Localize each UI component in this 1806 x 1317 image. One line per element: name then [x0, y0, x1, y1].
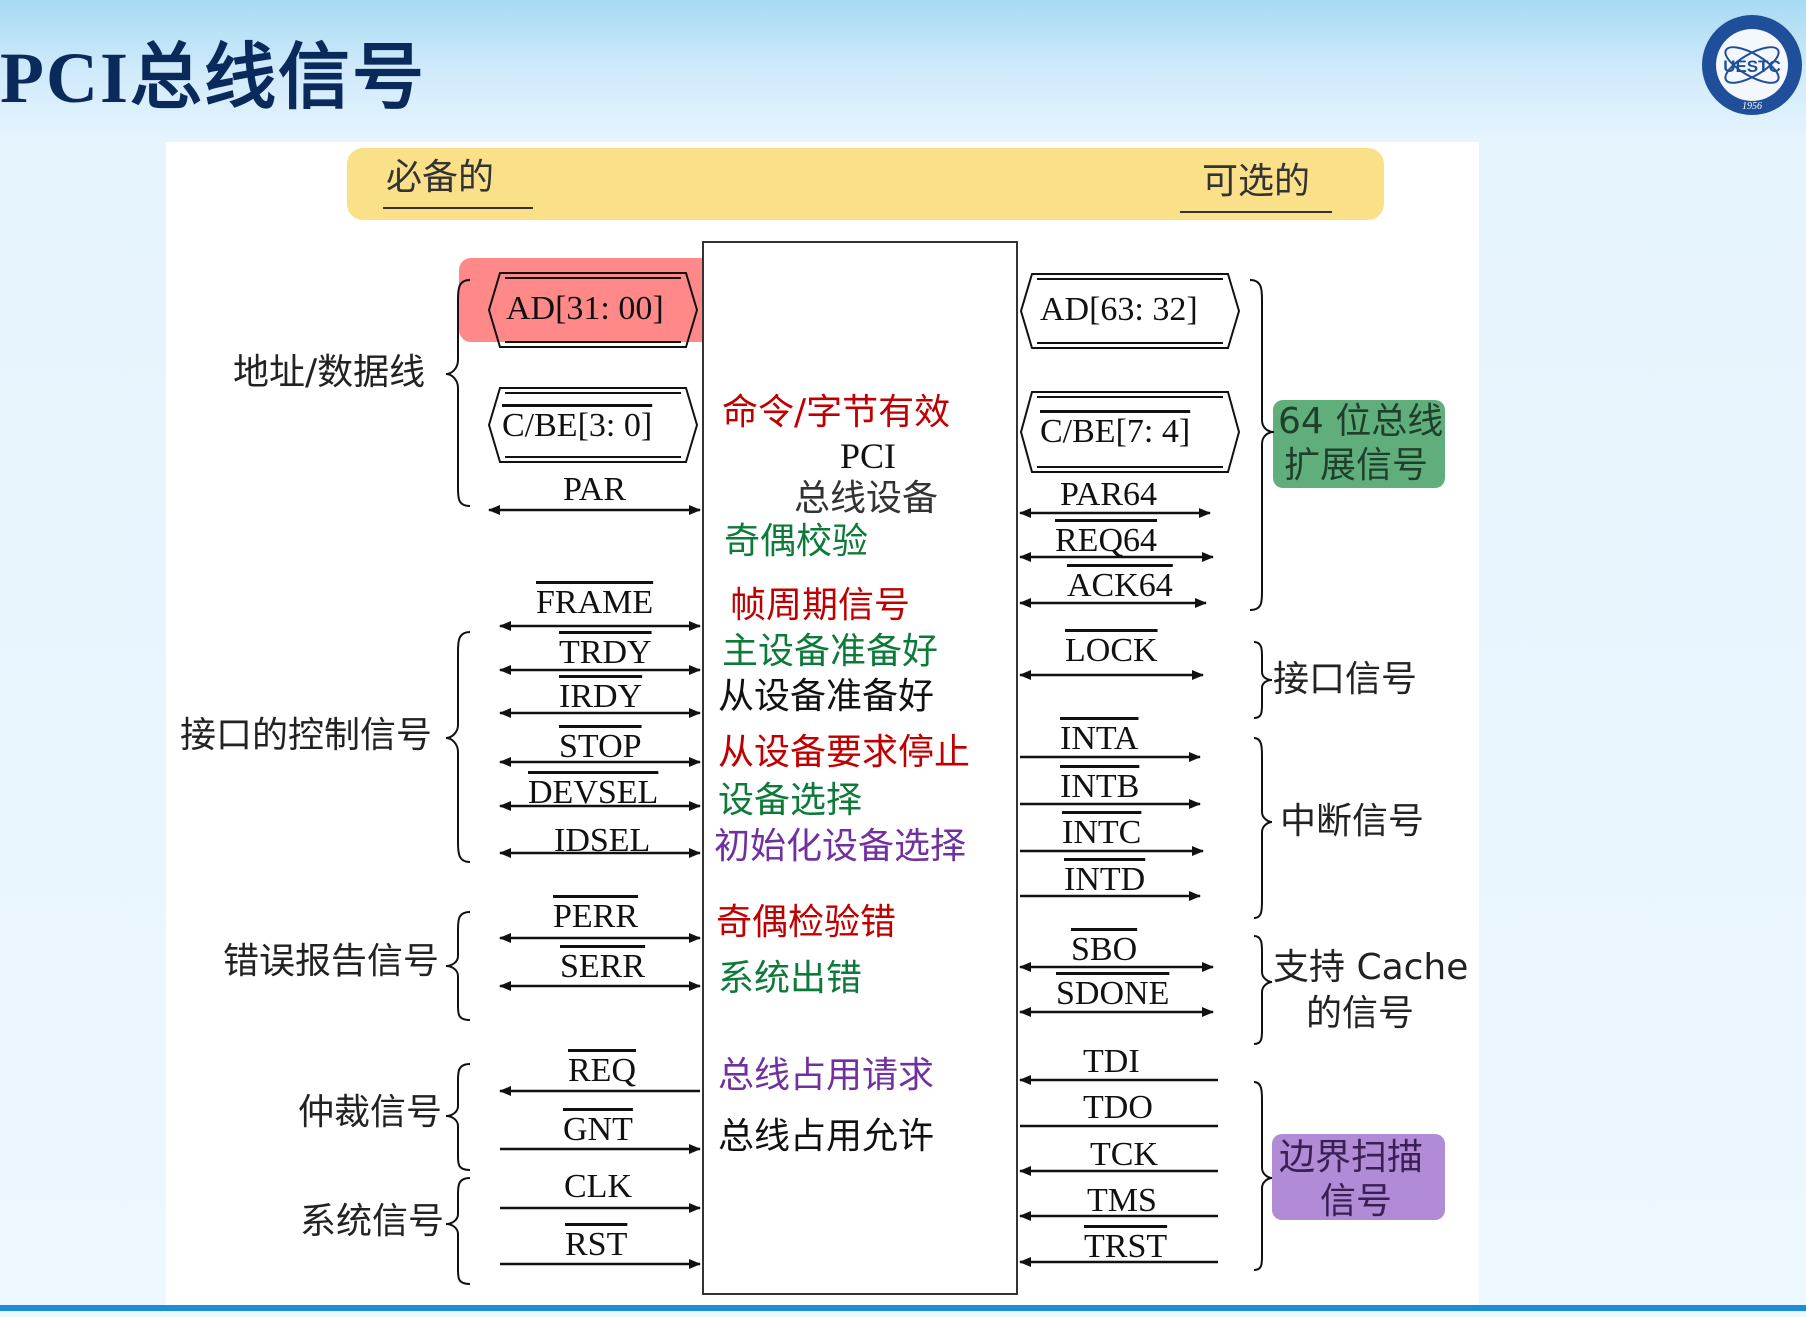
ext64-highlight — [1273, 400, 1445, 488]
bscan-highlight — [1272, 1134, 1445, 1220]
slide-title: PCI总线信号 — [0, 38, 426, 118]
cbe-bus-shape-right — [1019, 391, 1241, 473]
brace-arb — [445, 1063, 471, 1171]
header-band — [347, 148, 1384, 220]
brace-sys — [445, 1177, 471, 1285]
brace-err — [445, 911, 471, 1021]
brace-ext64 — [1249, 279, 1275, 611]
pci-device-box — [702, 241, 1018, 1295]
brace-bscan — [1253, 1081, 1273, 1271]
brace-intr — [1253, 737, 1273, 919]
brace-cache — [1253, 935, 1273, 1045]
svg-text:1956: 1956 — [1742, 101, 1762, 112]
brace-ctrl — [445, 631, 471, 863]
brace-iface — [1253, 641, 1273, 719]
ad-bus-shape-right — [1019, 273, 1241, 349]
svg-text:UESTC: UESTC — [1723, 57, 1781, 76]
brace-addr — [445, 279, 471, 507]
uestc-logo: UESTC 1956 — [1702, 15, 1802, 115]
cbe-bus-shape-left — [487, 387, 699, 463]
ad-highlight — [459, 258, 720, 342]
ad-bus-shape-left — [487, 272, 699, 348]
bottom-accent-line — [0, 1305, 1806, 1311]
